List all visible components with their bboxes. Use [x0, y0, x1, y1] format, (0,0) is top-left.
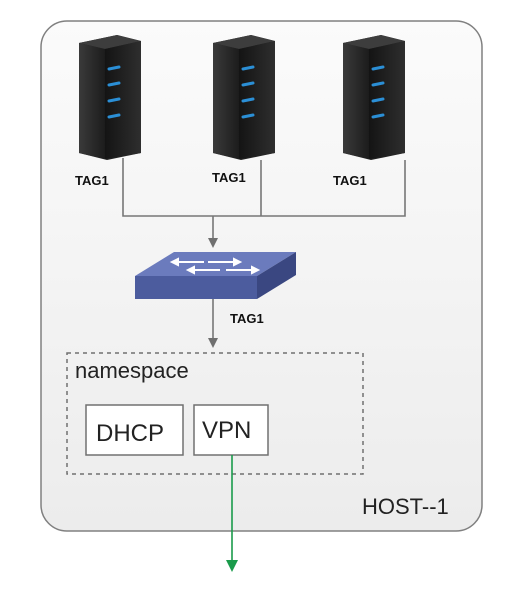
- namespace-box: namespace: [66, 352, 364, 475]
- dhcp-label: DHCP: [96, 420, 164, 447]
- switch-tag: TAG1: [230, 311, 264, 326]
- server-3-drive-lights: [371, 65, 385, 119]
- server-1-drive-lights: [107, 65, 121, 119]
- vpn-label: VPN: [202, 417, 251, 444]
- server-1-tag: TAG1: [75, 173, 109, 188]
- host-label: HOST--1: [362, 494, 449, 519]
- switch-arrows-icon: [169, 257, 261, 275]
- server-2: [213, 35, 275, 160]
- server-2-tag: TAG1: [212, 170, 246, 185]
- server-1-link: [122, 158, 213, 217]
- server-3-tag: TAG1: [333, 173, 367, 188]
- namespace-label: namespace: [75, 358, 189, 383]
- server-3-link: [213, 160, 406, 217]
- server-3: [343, 35, 405, 160]
- switch: [135, 252, 296, 299]
- server-2-drive-lights: [241, 65, 255, 119]
- dhcp-box: DHCP: [85, 404, 184, 456]
- server-links: [122, 158, 406, 248]
- vpn-box: VPN: [193, 404, 269, 456]
- server-1: [79, 35, 141, 160]
